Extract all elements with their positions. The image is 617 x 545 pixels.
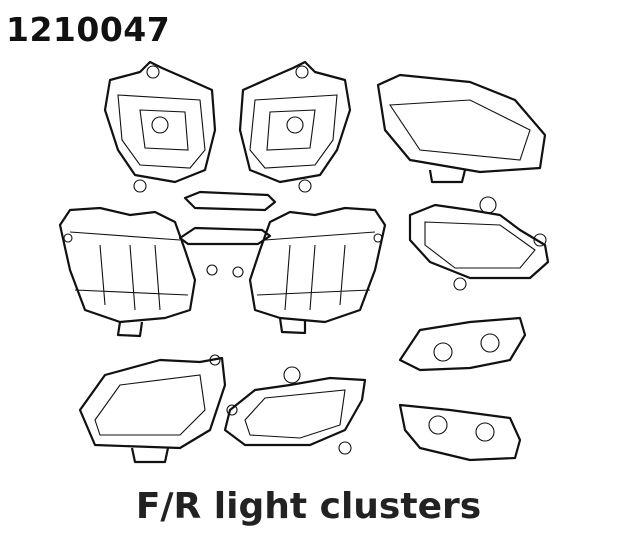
headlight-unit-upper [398, 316, 527, 372]
headlight-unit-lower [398, 403, 522, 462]
light-strip-lower [178, 226, 272, 246]
rear-light-left [58, 206, 218, 338]
headlight-bezel-left [223, 366, 367, 455]
front-light-right [238, 60, 352, 193]
rear-lens-cover [78, 354, 227, 464]
front-light-left [103, 60, 217, 193]
front-lens-cover [376, 73, 547, 184]
rear-light-right [232, 206, 387, 335]
light-strip-upper [183, 190, 277, 212]
headlight-bezel-right [408, 196, 550, 291]
part-number: 1210047 [6, 10, 171, 49]
caption: F/R light clusters [135, 486, 482, 527]
